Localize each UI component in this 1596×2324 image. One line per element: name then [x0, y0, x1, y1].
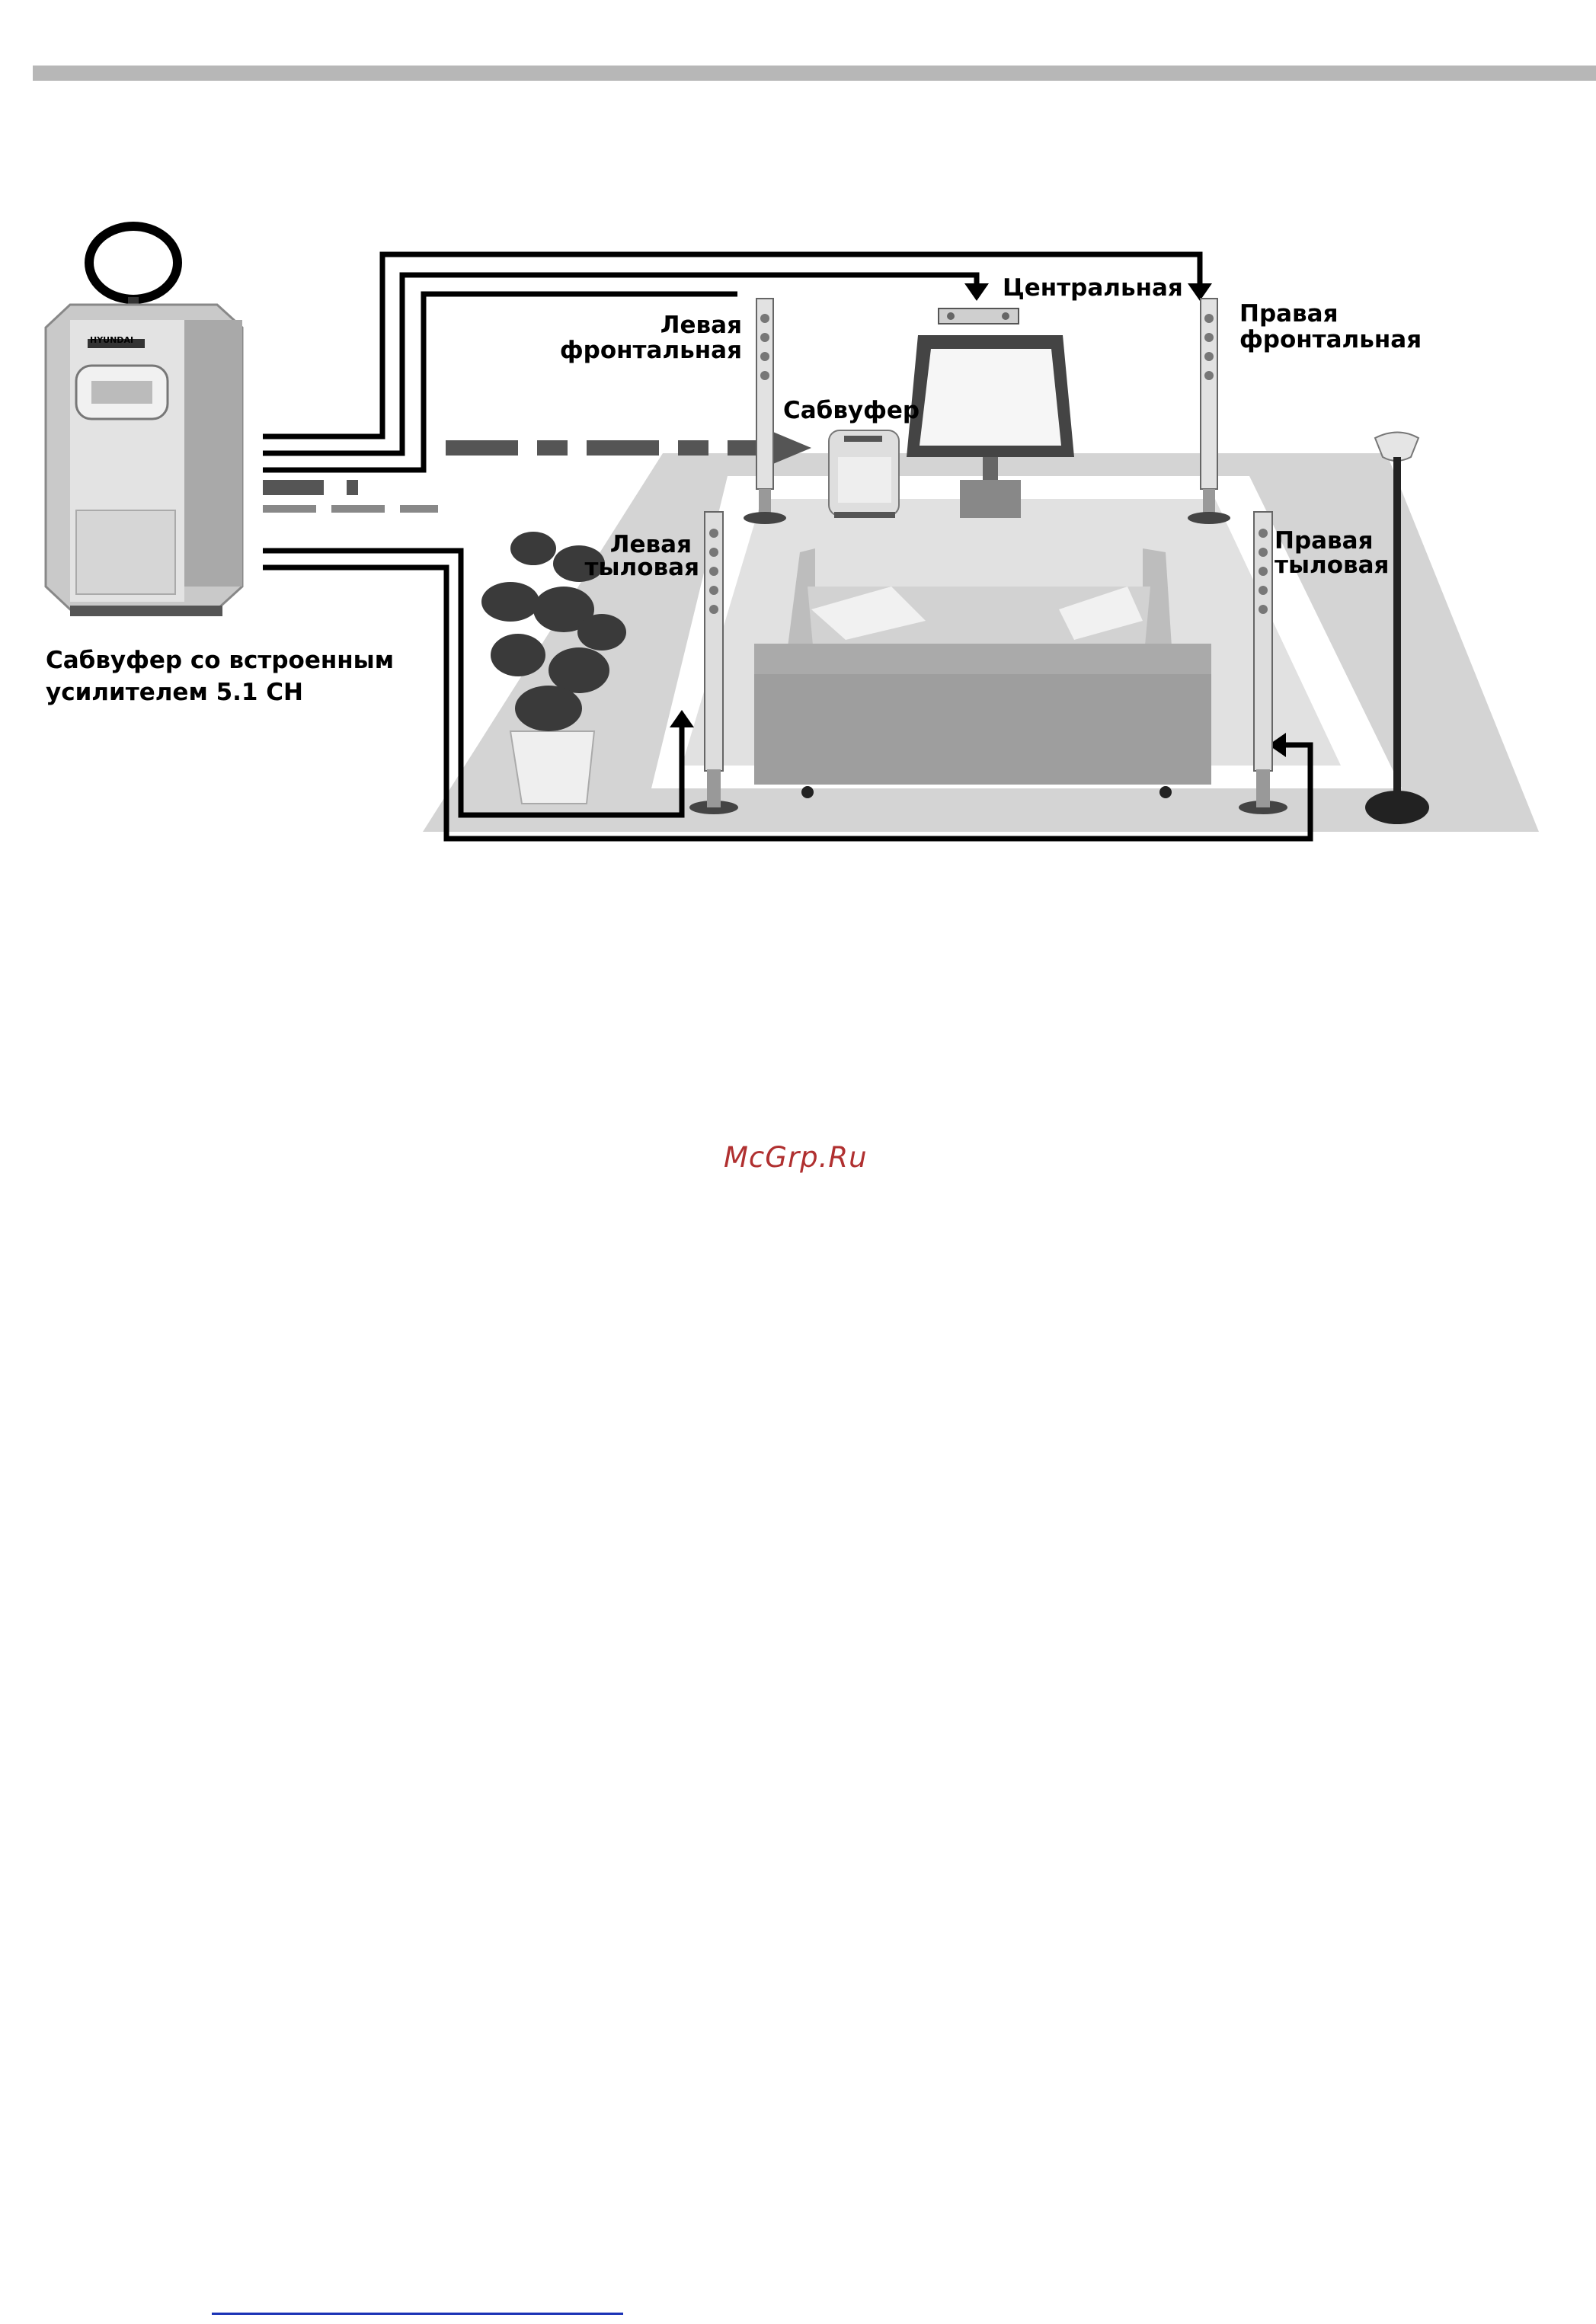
subwoofer-small: [829, 430, 899, 518]
label-subwoofer: Сабвуфер: [783, 398, 920, 424]
label-front-left-1: Левая: [594, 312, 742, 338]
label-center: Центральная: [1003, 275, 1183, 301]
label-front-right-1: Правая: [1239, 301, 1339, 327]
main-subwoofer-unit: [46, 226, 242, 616]
watermark: McGrp.Ru: [724, 1141, 868, 1174]
label-front-right-2: фронтальная: [1239, 327, 1422, 353]
footer-link-line: [212, 2313, 623, 2315]
brand-logo: HYUNDAI: [90, 336, 133, 345]
label-front-left-2: фронтальная: [533, 337, 742, 363]
label-rear-right-2: тыловая: [1275, 552, 1389, 578]
label-rear-left-2: тыловая: [549, 555, 699, 580]
center-speaker: [939, 308, 1019, 324]
label-main-unit-1: Сабвуфер со встроенным: [46, 647, 394, 673]
speaker-setup-diagram: [0, 0, 1596, 899]
label-rear-right-1: Правая: [1275, 528, 1374, 554]
label-main-unit-2: усилителем 5.1 CH: [46, 679, 303, 705]
